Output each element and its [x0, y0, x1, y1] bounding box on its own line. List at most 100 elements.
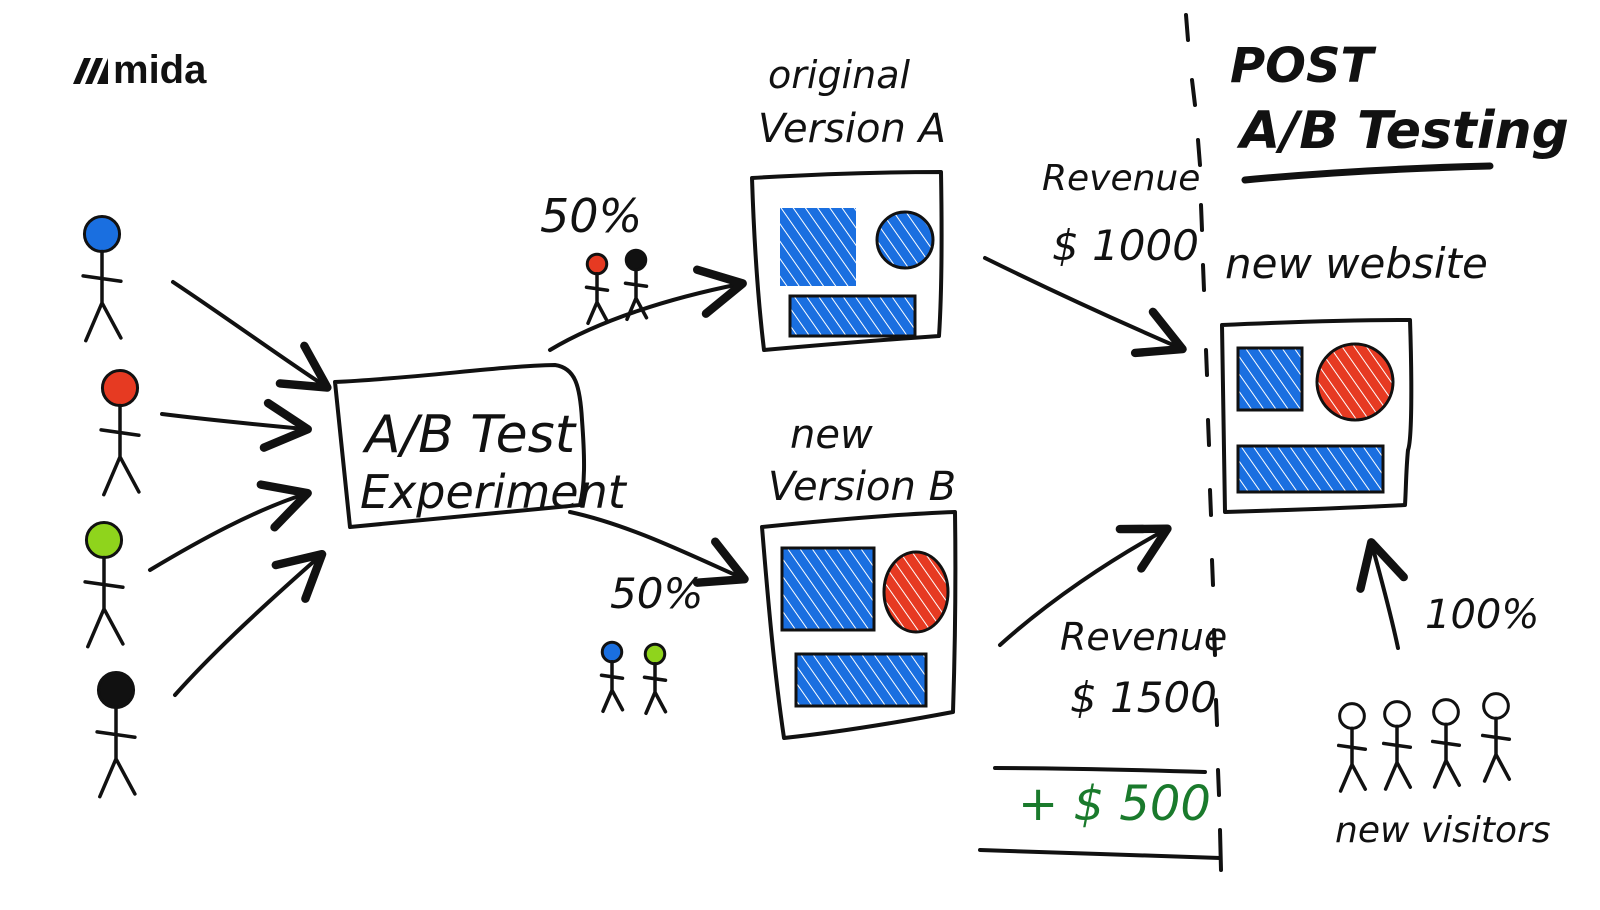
figure-head: [643, 642, 667, 666]
post-heading-line1: POST: [1230, 38, 1377, 94]
figure-head: [1482, 692, 1510, 720]
revenue-a: Revenue $ 1000: [983, 158, 1200, 358]
version-a: original Version A: [750, 53, 946, 352]
figure-head: [600, 640, 624, 664]
split-to-version-a: 50%: [540, 189, 747, 352]
visitor-green: [83, 520, 125, 649]
figure-body: [1430, 722, 1462, 789]
logo-text: mida: [113, 48, 207, 92]
experiment-title-line1: A/B Test: [362, 405, 577, 465]
revenue-b: Revenue $ 1500: [998, 524, 1227, 722]
new-visitor-2: [1381, 700, 1413, 791]
new-visitor-4: [1480, 692, 1512, 783]
figure-head: [1432, 698, 1460, 726]
version-a-label-line1: original: [768, 53, 910, 97]
figure-head: [624, 248, 648, 272]
arrow-visitor-4: [173, 549, 327, 697]
arrow-visitor-3: [148, 480, 312, 572]
arrow-to-version-b: [568, 510, 749, 587]
mida-logo-icon: [73, 58, 108, 84]
figure-body: [1381, 724, 1413, 791]
split-b-percent: 50%: [610, 569, 703, 618]
arrow-new-traffic: [1356, 538, 1408, 650]
split-a-visitors: [584, 248, 649, 325]
revenue-b-value: $ 1500: [1070, 673, 1217, 722]
visitor-arrows: [148, 280, 332, 697]
figure-head: [82, 214, 122, 254]
version-b-page-outline: [760, 510, 958, 740]
ab-test-experiment-box: A/B Test Experiment: [333, 363, 628, 529]
figure-body: [623, 268, 649, 321]
revenue-a-label: Revenue: [1042, 158, 1200, 199]
post-heading-line2: A/B Testing: [1236, 101, 1569, 161]
experiment-box-outline: [333, 363, 587, 529]
arrow-revenue-b: [998, 524, 1172, 647]
visitors-group: [81, 214, 141, 799]
gain-bottom-rule: [978, 848, 1222, 860]
revenue-b-label: Revenue: [1060, 615, 1227, 659]
figure-head: [84, 520, 124, 560]
new-visitor-3: [1430, 698, 1462, 789]
version-a-label-line2: Version A: [758, 106, 946, 152]
figure-head: [1383, 700, 1411, 728]
split-a-visitor-red: [584, 252, 610, 325]
figure-head: [585, 252, 609, 276]
new-website-page-outline: [1220, 318, 1414, 514]
post-heading-underline: [1241, 162, 1494, 184]
new-visitors-figures: [1336, 692, 1512, 793]
figure-body: [642, 662, 668, 715]
experiment-title-line2: Experiment: [360, 465, 628, 519]
revenue-a-value: $ 1000: [1052, 221, 1199, 270]
gain-top-rule: [993, 766, 1207, 774]
version-a-page-outline: [750, 170, 944, 352]
arrow-visitor-1: [171, 280, 332, 392]
new-traffic-percent: 100%: [1425, 592, 1539, 638]
figure-body: [1480, 716, 1512, 783]
figure-body: [81, 249, 123, 343]
version-b-banner: [794, 652, 928, 708]
figure-head: [1338, 702, 1366, 730]
version-a-banner: [788, 294, 917, 338]
version-b-image-block: [780, 546, 876, 632]
new-website-image-block: [1236, 346, 1304, 412]
gain-value: + $ 500: [1018, 776, 1211, 832]
new-visitors-label: new visitors: [1335, 810, 1551, 851]
figure-body: [599, 660, 625, 713]
revenue-gain: + $ 500: [978, 766, 1222, 860]
split-a-visitor-black: [623, 248, 649, 321]
split-b-visitor-green: [642, 642, 668, 715]
visitor-blue: [81, 214, 123, 343]
new-website-circle: [1315, 342, 1395, 422]
version-b: new Version B: [760, 412, 958, 740]
version-a-image-block: [780, 208, 856, 286]
version-b-label-line1: new: [790, 412, 873, 458]
arrow-revenue-a: [983, 256, 1187, 358]
version-b-label-line2: Version B: [768, 464, 956, 510]
figure-body: [1336, 726, 1368, 793]
new-traffic: 100%: [1356, 538, 1539, 650]
split-b-visitors: [599, 640, 668, 715]
new-visitor-1: [1336, 702, 1368, 793]
arrow-visitor-2: [160, 398, 312, 452]
version-b-circle: [882, 550, 950, 634]
split-b-visitor-blue: [599, 640, 625, 713]
figure-body: [95, 705, 137, 799]
split-a-percent: 50%: [540, 189, 642, 243]
figure-head: [96, 670, 136, 710]
dashed-line: [1184, 13, 1223, 872]
new-website: new website: [1220, 239, 1488, 514]
post-ab-testing-heading: POST A/B Testing: [1230, 38, 1569, 184]
figure-body: [584, 272, 610, 325]
arrow-to-version-a: [548, 265, 747, 352]
new-website-label: new website: [1225, 239, 1488, 288]
visitor-red: [99, 368, 141, 497]
split-to-version-b: 50%: [568, 510, 749, 715]
new-website-banner: [1236, 444, 1385, 494]
post-divider: [1184, 13, 1223, 872]
visitor-black: [95, 670, 137, 799]
figure-body: [99, 403, 141, 497]
figure-head: [100, 368, 140, 408]
version-a-circle: [875, 210, 935, 270]
new-visitors: new visitors: [1335, 692, 1551, 851]
